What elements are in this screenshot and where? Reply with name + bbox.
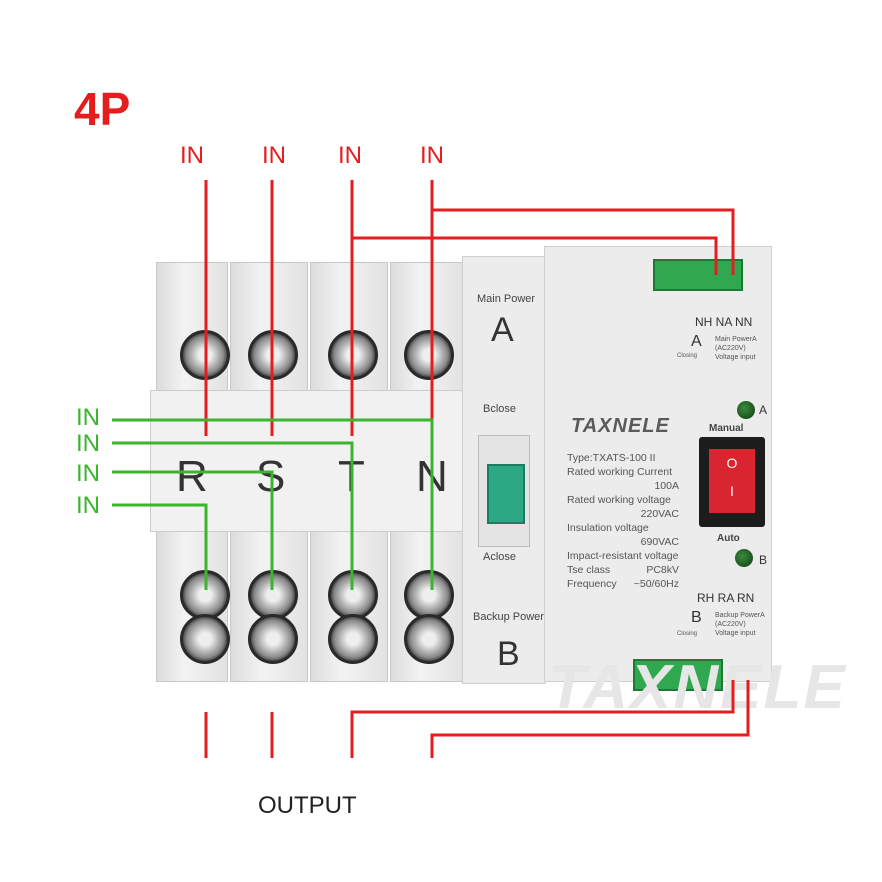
main-power-letter: A bbox=[491, 311, 514, 349]
main-power-label: Main Power bbox=[477, 293, 536, 305]
transfer-switch[interactable] bbox=[478, 435, 530, 547]
spec-row: Insulation voltage 690VAC bbox=[567, 507, 679, 548]
brand-logo: TAXNELE bbox=[571, 415, 670, 437]
manual-label: Manual bbox=[709, 423, 744, 434]
led-b-icon bbox=[735, 549, 753, 567]
label-band bbox=[150, 390, 464, 532]
spec-list: Type:TXATS-100 II Rated working Current … bbox=[567, 451, 679, 591]
spec-value: 220VAC bbox=[640, 508, 679, 520]
main-terminal-block bbox=[653, 259, 743, 291]
led-a-icon bbox=[737, 401, 755, 419]
side-input-4: IN bbox=[76, 492, 100, 519]
spec-value: PC bbox=[646, 564, 661, 576]
backup-terminal-desc: Backup PowerA (AC220V) Voltage input bbox=[715, 611, 765, 638]
closing-label: Closing bbox=[677, 631, 698, 637]
wire-green-1 bbox=[112, 418, 434, 590]
wire-green-2 bbox=[112, 441, 354, 590]
screw-icon bbox=[404, 330, 454, 380]
spec-value: 100A bbox=[654, 480, 679, 492]
spec-key: Insulation voltage bbox=[567, 522, 649, 534]
screw-icon bbox=[404, 614, 454, 664]
spec-row: Impact-resistant voltage 8kV bbox=[567, 535, 679, 576]
switch-module: Main Power A Bclose Aclose Backup Power … bbox=[462, 256, 546, 684]
wire-n-backup bbox=[430, 680, 750, 758]
auto-label: Auto bbox=[717, 533, 740, 544]
closing-label: Closing bbox=[677, 353, 698, 359]
wire-t-main bbox=[352, 236, 718, 275]
main-terminal-desc: Main PowerA (AC220V) Voltage input bbox=[715, 335, 757, 362]
controller-module: NH NA NN A Closing Main PowerA (AC220V) Vo… bbox=[544, 246, 772, 691]
desc-line: (AC220V) bbox=[715, 345, 746, 352]
side-input-2: IN bbox=[76, 430, 100, 457]
input-label-r: IN bbox=[180, 142, 204, 169]
spec-value: 8kV bbox=[660, 564, 679, 576]
aclose-label: Aclose bbox=[483, 551, 517, 563]
wire-green-4 bbox=[112, 503, 208, 590]
spec-key: Rated working voltage bbox=[567, 494, 671, 506]
spec-key: Impact-resistant voltage bbox=[567, 550, 679, 562]
pole-letter-r: R bbox=[176, 452, 208, 501]
led-a-label: A bbox=[759, 403, 768, 417]
spec-key: Frequency bbox=[567, 578, 617, 590]
backup-terminal-pins: RH RA RN bbox=[697, 591, 755, 605]
wire-n-main bbox=[432, 208, 735, 275]
spec-row: Tse class PC bbox=[567, 563, 679, 577]
desc-line: (AC220V) bbox=[715, 621, 746, 628]
spec-value: ~50/60Hz bbox=[633, 578, 679, 590]
rocker-off-mark: I bbox=[730, 483, 734, 499]
desc-line: Main PowerA bbox=[715, 336, 757, 343]
spec-row: Type:TXATS-100 II bbox=[567, 451, 679, 465]
backup-terminal-block bbox=[633, 659, 723, 691]
desc-line: Voltage input bbox=[715, 630, 756, 637]
spec-key: Rated working Current bbox=[567, 466, 673, 478]
main-terminal-pins: NH NA NN bbox=[695, 315, 753, 329]
backup-terminal-letter: B bbox=[691, 609, 702, 626]
spec-row: Rated working voltage 220VAC bbox=[567, 479, 679, 520]
input-label-t: IN bbox=[338, 142, 362, 169]
screw-icon bbox=[248, 614, 298, 664]
input-label-n: IN bbox=[420, 142, 444, 169]
spec-key: Type:TXATS-100 II bbox=[567, 452, 656, 464]
wire-t-backup bbox=[350, 680, 735, 758]
screw-icon bbox=[328, 614, 378, 664]
desc-line: Voltage input bbox=[715, 354, 756, 361]
pole-count-title: 4P bbox=[74, 83, 131, 135]
screw-icon bbox=[180, 614, 230, 664]
main-terminal-letter: A bbox=[691, 333, 702, 350]
backup-power-letter: B bbox=[497, 635, 520, 673]
side-input-1: IN bbox=[76, 404, 100, 431]
input-label-s: IN bbox=[262, 142, 286, 169]
desc-line: Backup PowerA bbox=[715, 612, 765, 619]
backup-power-label: Backup Power bbox=[473, 611, 544, 623]
wire-green-3 bbox=[112, 470, 274, 590]
side-input-3: IN bbox=[76, 460, 100, 487]
switch-handle[interactable] bbox=[487, 464, 525, 524]
output-label: OUTPUT bbox=[258, 792, 357, 819]
spec-row: Frequency ~50/60Hz bbox=[567, 577, 679, 591]
led-b-label: B bbox=[759, 553, 768, 567]
bclose-label: Bclose bbox=[483, 403, 517, 415]
spec-key: Tse class bbox=[567, 564, 611, 576]
spec-row: Rated working Current 100A bbox=[567, 465, 679, 492]
rocker-on-mark: O bbox=[726, 455, 738, 471]
spec-value: 690VAC bbox=[640, 536, 679, 548]
